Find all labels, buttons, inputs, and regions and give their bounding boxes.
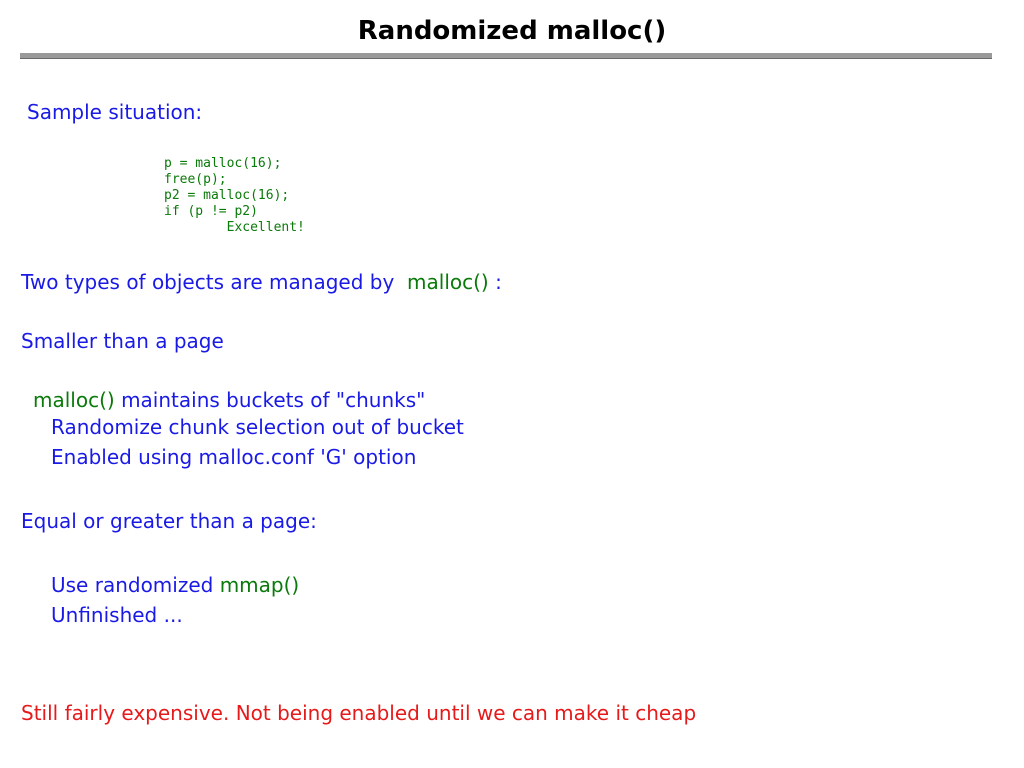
greater-heading: Equal or greater than a page: (21, 509, 317, 533)
sample-heading: Sample situation: (27, 100, 203, 124)
buckets-malloc-fn: malloc() (33, 388, 115, 412)
use-randomized-line: Use randomized mmap() (51, 575, 299, 595)
code-line: p2 = malloc(16); (164, 188, 290, 203)
title-divider (20, 53, 992, 59)
types-colon: : (495, 270, 502, 294)
buckets-text: maintains buckets of "chunks" (121, 388, 426, 412)
code-line: free(p); (164, 172, 227, 187)
expensive-note: Still fairly expensive. Not being enable… (21, 701, 697, 725)
slide-title: Randomized malloc() (357, 16, 667, 46)
mmap-fn: mmap() (219, 573, 300, 597)
types-intro: Two types of objects are managed by (21, 270, 395, 294)
unfinished-item: Unfinished ... (51, 603, 183, 627)
code-sample: p = malloc(16);free(p);p2 = malloc(16);i… (164, 156, 305, 236)
enabled-option-item: Enabled using malloc.conf 'G' option (51, 445, 417, 469)
use-randomized-text: Use randomized (51, 573, 214, 597)
buckets-line: malloc() maintains buckets of "chunks" (33, 390, 425, 410)
types-line: Two types of objects are managed by mall… (21, 272, 502, 292)
code-line: Excellent! (164, 220, 305, 235)
smaller-heading: Smaller than a page (21, 329, 224, 353)
randomize-chunk-item: Randomize chunk selection out of bucket (51, 415, 464, 439)
types-malloc-fn: malloc() (407, 270, 489, 294)
code-line: if (p != p2) (164, 204, 258, 219)
code-line: p = malloc(16); (164, 156, 282, 171)
